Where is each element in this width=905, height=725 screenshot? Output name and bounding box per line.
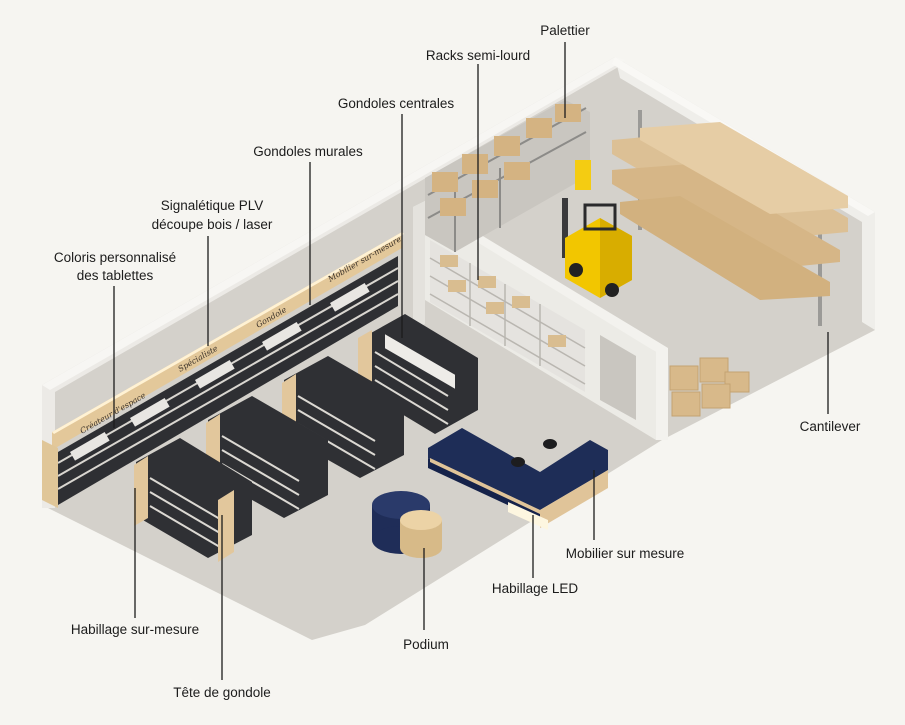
callout-coloris-line2: des tablettes [77,268,154,283]
callout-racks-semi-lourd: Racks semi-lourd [426,48,530,63]
central-gondola-4 [134,438,252,562]
cantilever-racks [612,110,848,326]
partition-face [413,201,425,330]
leader-lines [113,42,829,680]
doorway [600,335,636,420]
podium [372,491,442,558]
callout-palettier: Palettier [540,23,590,38]
callout-tete-de-gondole: Tête de gondole [173,685,271,700]
callout-mobilier-sur-mesure: Mobilier sur mesure [566,546,685,561]
callout-gondoles-centrales: Gondoles centrales [338,96,455,111]
callout-cantilever: Cantilever [800,419,861,434]
callout-habillage-sur-mesure: Habillage sur-mesure [71,622,199,637]
pallet-racking [425,100,590,252]
callout-signaletique-line1: Signalétique PLV [161,198,264,213]
callout-coloris-line1: Coloris personnalisé [54,250,176,265]
gondola-head [218,490,234,562]
callout-gondoles-murales: Gondoles murales [253,144,363,159]
forklift [562,160,632,298]
callout-habillage-led: Habillage LED [492,581,579,596]
wall-gondolas [42,256,399,508]
left-wall-top [42,57,625,390]
signage-band-light [52,232,404,434]
pallet-boxes [669,357,750,417]
callout-podium: Podium [403,637,449,652]
callout-signaletique-line2: découpe bois / laser [152,217,273,232]
signage-band [52,232,402,450]
semi-heavy-racks [429,240,586,392]
custom-counter [428,428,608,530]
